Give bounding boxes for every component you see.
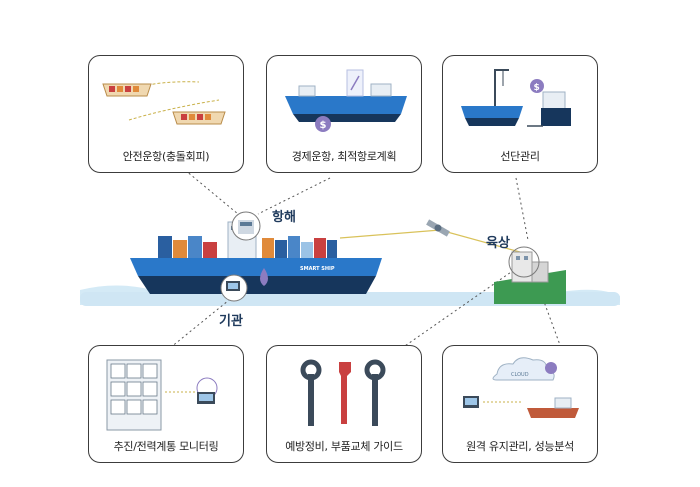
hull-upper <box>130 258 382 276</box>
hull-label: SMART SHIP <box>300 266 335 272</box>
hull-lower <box>138 276 376 294</box>
card-safe-navigation: 안전운항(충돌회피) <box>88 55 244 173</box>
card-maintenance-guide: 예방정비, 부품교체 가이드 <box>266 345 422 463</box>
card-safe-navigation-caption: 안전운항(충돌회피) <box>89 148 243 164</box>
card-maintenance-guide-caption: 예방정비, 부품교체 가이드 <box>267 438 421 454</box>
shore-label: 육상 <box>486 232 510 251</box>
svg-text:$: $ <box>320 120 327 131</box>
satellite-icon <box>426 219 450 237</box>
navigation-label: 항해 <box>272 206 296 225</box>
card-propulsion-monitoring: 추진/전력계통 모니터링 <box>88 345 244 463</box>
card-remote-maintenance: CLOUD 원격 유지관리, 성능분석 <box>442 345 598 463</box>
card-economic-navigation: $ 경제운항, 최적항로계획 <box>266 55 422 173</box>
card-fleet-management-caption: 선단관리 <box>443 148 597 164</box>
card-propulsion-monitoring-caption: 추진/전력계통 모니터링 <box>89 438 243 454</box>
ship-illustration: SMART SHIP <box>130 212 382 301</box>
engine-label: 기관 <box>219 310 243 329</box>
shore-facility <box>494 247 566 304</box>
cloud-label: CLOUD <box>511 372 529 378</box>
svg-text:$: $ <box>534 83 540 93</box>
card-fleet-management: $ 선단관리 <box>442 55 598 173</box>
card-economic-navigation-caption: 경제운항, 최적항로계획 <box>267 148 421 164</box>
card-remote-maintenance-caption: 원격 유지관리, 성능분석 <box>443 438 597 454</box>
